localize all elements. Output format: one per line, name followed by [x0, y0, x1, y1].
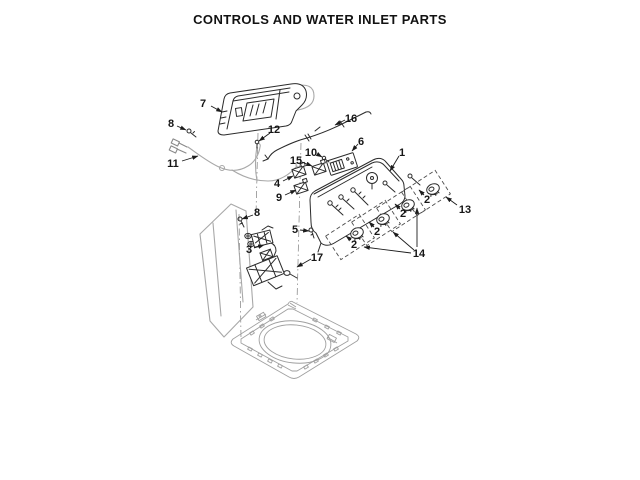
leader-line-part-2 — [345, 235, 352, 242]
console-rear-housing — [217, 83, 315, 136]
switch-15 — [311, 158, 327, 176]
part-number-13: 13 — [459, 204, 471, 216]
console-dial-hole — [366, 172, 378, 190]
console-mount-screws — [327, 173, 421, 216]
part-number-3: 3 — [246, 244, 252, 256]
leader-line-part-4 — [282, 175, 294, 182]
part-number-14: 14 — [413, 248, 426, 260]
leader-line-part-7 — [210, 105, 223, 113]
leader-line-part-2 — [394, 203, 401, 210]
lid-hinge-left — [255, 311, 267, 322]
leader-line-part-16 — [334, 119, 346, 126]
part-number-1: 1 — [399, 147, 405, 159]
part-number-8: 8 — [254, 207, 260, 219]
leader-line-part-13 — [445, 196, 458, 206]
leader-line-part-14 — [392, 231, 415, 251]
screw-8-upper — [186, 128, 197, 138]
leader-line-part-5 — [299, 228, 310, 233]
knob-2 — [401, 199, 415, 214]
leader-line-part-3 — [253, 244, 265, 249]
centerlines — [238, 132, 302, 339]
leader-line-part-17 — [296, 258, 312, 268]
leader-line-part-9 — [284, 189, 297, 196]
leader-line-part-8 — [176, 125, 187, 131]
part-number-17: 17 — [311, 252, 323, 264]
part-number-7: 7 — [200, 98, 206, 110]
part-number-4: 4 — [274, 178, 281, 190]
wire-harness — [168, 138, 301, 182]
part-number-16: 16 — [345, 113, 357, 125]
leader-line-part-11 — [181, 155, 199, 162]
leader-line-part-2 — [418, 189, 425, 196]
part-number-2: 2 — [351, 239, 357, 251]
cabinet-corner-tab — [287, 302, 297, 310]
leader-line-part-10 — [315, 152, 323, 158]
lid-hinge-right — [326, 333, 338, 344]
leader-line-part-14 — [363, 245, 412, 254]
leader-line-part-15 — [301, 161, 313, 167]
leader-line-part-1 — [389, 155, 400, 172]
leader-line-part-6 — [351, 143, 359, 152]
cabinet-top — [230, 300, 360, 379]
knob-3 — [376, 213, 390, 228]
leader-line-part-8 — [241, 214, 254, 220]
part-number-6: 6 — [358, 136, 364, 148]
cabinet-clips — [247, 316, 342, 370]
part-number-8: 8 — [168, 118, 174, 130]
part-number-10: 10 — [305, 147, 317, 159]
part-number-15: 15 — [290, 155, 302, 167]
knob-4 — [350, 227, 364, 242]
screw-5 — [308, 227, 315, 239]
switch-9 — [293, 177, 309, 195]
page-title: CONTROLS AND WATER INLET PARTS — [193, 12, 447, 27]
knob-1 — [426, 183, 440, 198]
switch-4 — [291, 161, 307, 179]
leader-line-part-2 — [368, 221, 375, 228]
part-number-5: 5 — [292, 224, 298, 236]
harness-clip — [254, 139, 260, 149]
part-number-2: 2 — [374, 226, 380, 238]
rear-panel-sheet — [199, 203, 254, 338]
leader-line-part-12 — [258, 132, 271, 142]
console-assembly — [309, 157, 406, 253]
part-number-2: 2 — [400, 208, 406, 220]
part-number-12: 12 — [268, 124, 280, 136]
part-number-2: 2 — [424, 194, 430, 206]
control-board — [326, 152, 358, 176]
part-number-9: 9 — [276, 192, 282, 204]
part-number-11: 11 — [167, 158, 179, 170]
jumper-wire — [262, 111, 372, 162]
valve-bracket-assembly — [245, 248, 298, 290]
